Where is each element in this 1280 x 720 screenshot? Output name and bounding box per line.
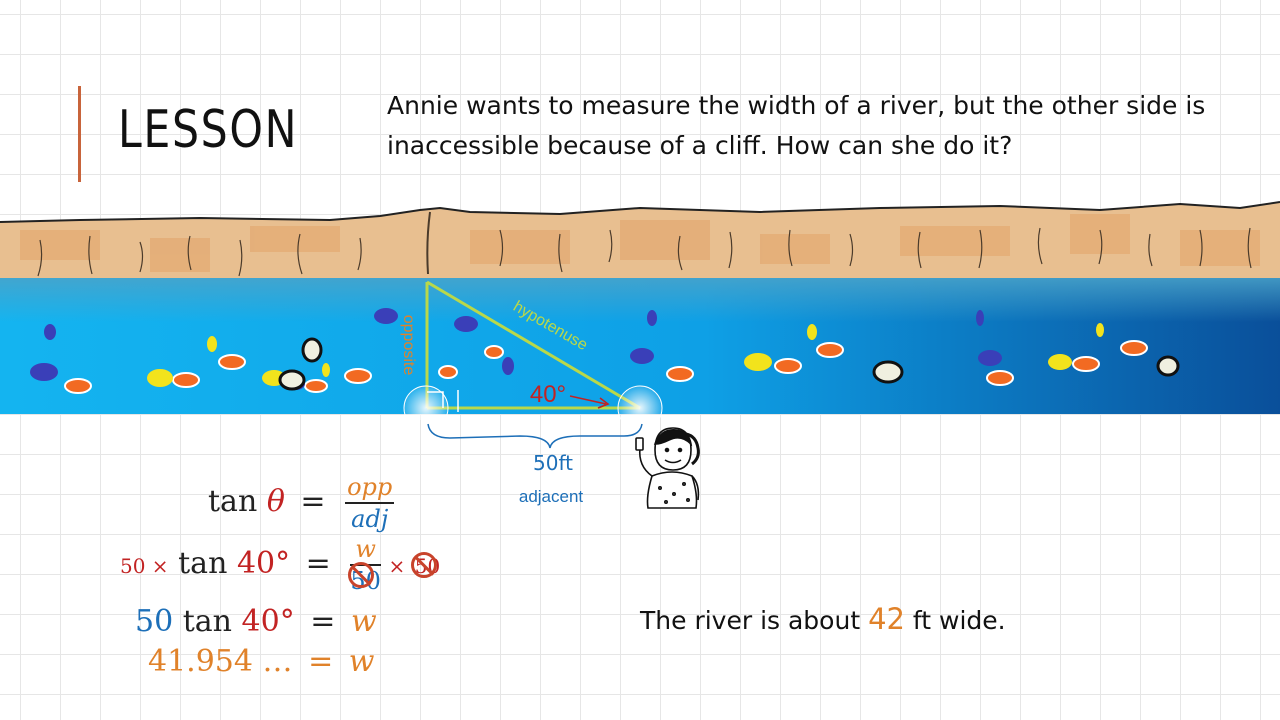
cancel-mark-icon [410,552,437,578]
cancelled-50: 50 [410,552,440,578]
opp-over-adj-fraction: opp adj [345,472,395,534]
problem-statement: Annie wants to measure the width of a ri… [387,91,1206,160]
w-over-50-fraction: w 50 [348,534,381,596]
coefficient-50: 50 [135,604,174,639]
conclusion-prefix: The river is about [640,606,869,635]
computed-value: 41.954 … [148,644,293,679]
numerator-w: w [350,534,381,566]
tan-function: tan [178,546,228,581]
equation-line-1: tan θ = opp adj [208,472,398,534]
river-cliff-illustration: opposite hypotenuse 40° [0,201,1280,420]
adjacent-brace [427,423,643,449]
annie-figure [635,427,700,509]
variable-w: w [350,604,377,639]
lesson-title: LESSON [118,100,299,160]
opposite-label: opposite [400,315,417,376]
variable-w: w [348,644,375,679]
adjacent-label: adjacent [519,487,584,506]
equals-sign: = [300,484,326,519]
equation-line-2: 50 × tan 40° = w 50 × 50 [120,534,446,596]
tan-function: tan [208,484,258,519]
multiply-sign: × [388,554,406,578]
equation-line-3: 50 tan 40° = w [135,604,377,639]
measurement-annotation: 50ft adjacent [427,423,700,509]
conclusion-text: The river is about 42 ft wide. [640,602,1006,636]
cancel-mark-icon [348,562,375,588]
distance-label: 50ft [533,451,573,475]
tan-function: tan [182,604,232,639]
equation-line-4: 41.954 … = w [148,644,374,679]
river-width-value: 42 [868,602,905,636]
numerator-opp: opp [345,472,395,504]
angle-40: 40° [241,604,295,639]
equals-sign: = [310,604,336,639]
angle-40: 40° [236,546,291,581]
conclusion-suffix: ft wide. [904,606,1006,635]
equals-sign: = [308,644,334,679]
multiply-by-50: 50 × [120,554,169,578]
denominator-adj: adj [351,505,389,533]
fish-school [30,308,1180,394]
title-accent-bar [78,86,81,182]
equals-sign: = [305,546,331,581]
angle-label: 40° [530,381,566,408]
theta-symbol: θ [266,484,285,519]
